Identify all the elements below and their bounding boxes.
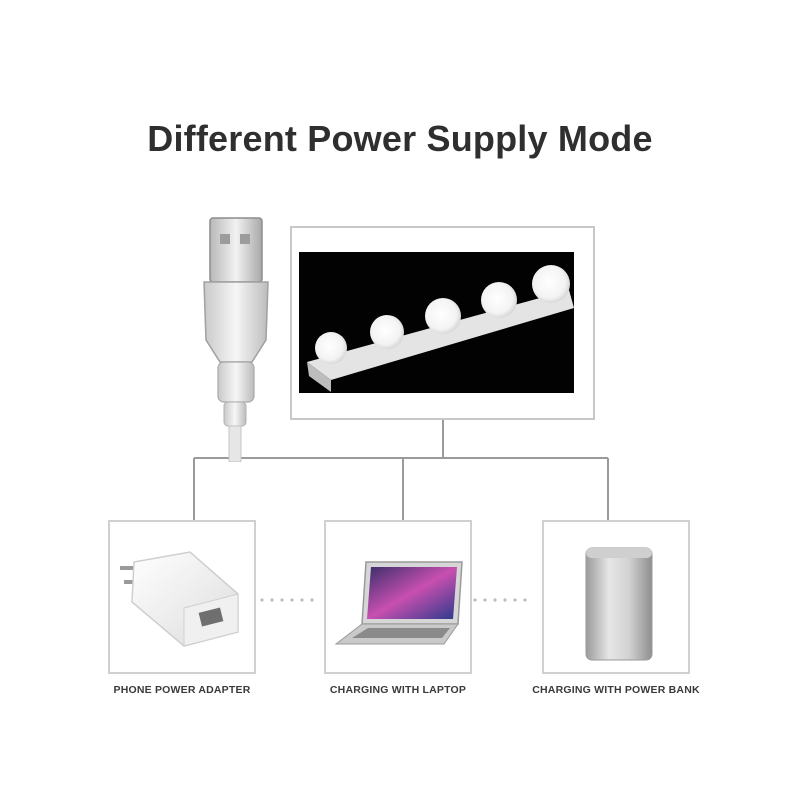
mode-label: PHONE POWER ADAPTER xyxy=(113,684,251,696)
product-photo xyxy=(299,252,574,393)
phone-power-adapter-icon xyxy=(120,551,239,647)
mode-card-laptop xyxy=(324,520,472,674)
laptop-icon xyxy=(334,561,463,645)
page-title: Different Power Supply Mode xyxy=(147,118,653,159)
mode-card-phone-adapter xyxy=(108,520,256,674)
power-bank-icon xyxy=(585,547,653,661)
mode-card-power-bank xyxy=(542,520,690,674)
product-image-frame xyxy=(290,226,595,420)
mode-label: CHARGING WITH LAPTOP xyxy=(329,684,467,696)
usb-cable-icon xyxy=(203,217,269,462)
vanity-light-bar-icon xyxy=(307,265,574,392)
mode-label: CHARGING WITH POWER BANK xyxy=(532,684,700,696)
